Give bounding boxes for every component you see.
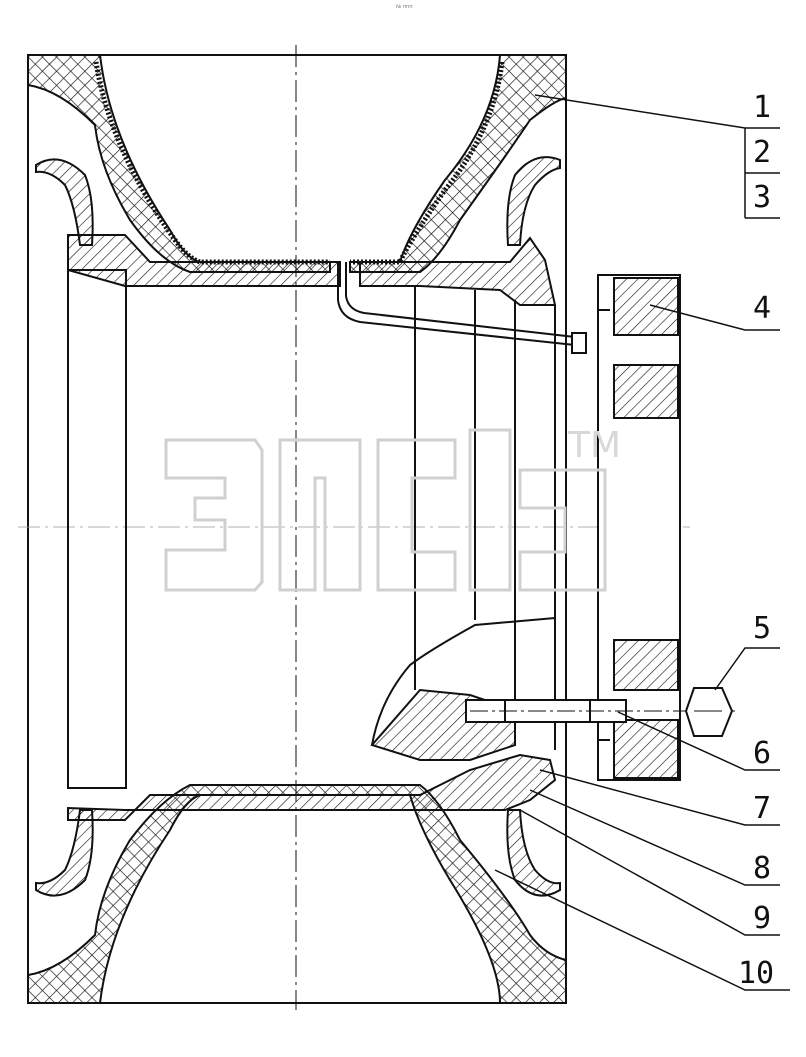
callout-5: 5: [753, 611, 771, 646]
header-tiny-text: № ппп: [396, 4, 413, 10]
lower-rim-base: [67, 753, 557, 821]
callout-9: 9: [753, 901, 771, 936]
callout-10: 10: [738, 956, 774, 991]
callout-2: 2: [753, 135, 771, 170]
nut-5: [684, 687, 734, 737]
callout-6: 6: [753, 736, 771, 771]
upper-tire: [27, 54, 567, 273]
valve-stem: [337, 262, 587, 354]
frame-lines: [27, 54, 567, 1004]
callout-4: 4: [753, 291, 771, 326]
callouts: 1 2 3 4 5 6 7 8 9 10: [738, 90, 774, 991]
callout-7: 7: [753, 791, 771, 826]
rim-inner-body: [67, 269, 556, 789]
callout-3: 3: [753, 180, 771, 215]
upper-rim-base: [67, 234, 557, 306]
callout-8: 8: [753, 851, 771, 886]
callout-1: 1: [753, 90, 771, 125]
watermark-tm: TM: [567, 425, 621, 466]
leader-lines: [494, 94, 790, 991]
watermark: TM: [164, 425, 621, 592]
ring-part-4: [597, 274, 681, 781]
hub-boss: [370, 617, 556, 761]
